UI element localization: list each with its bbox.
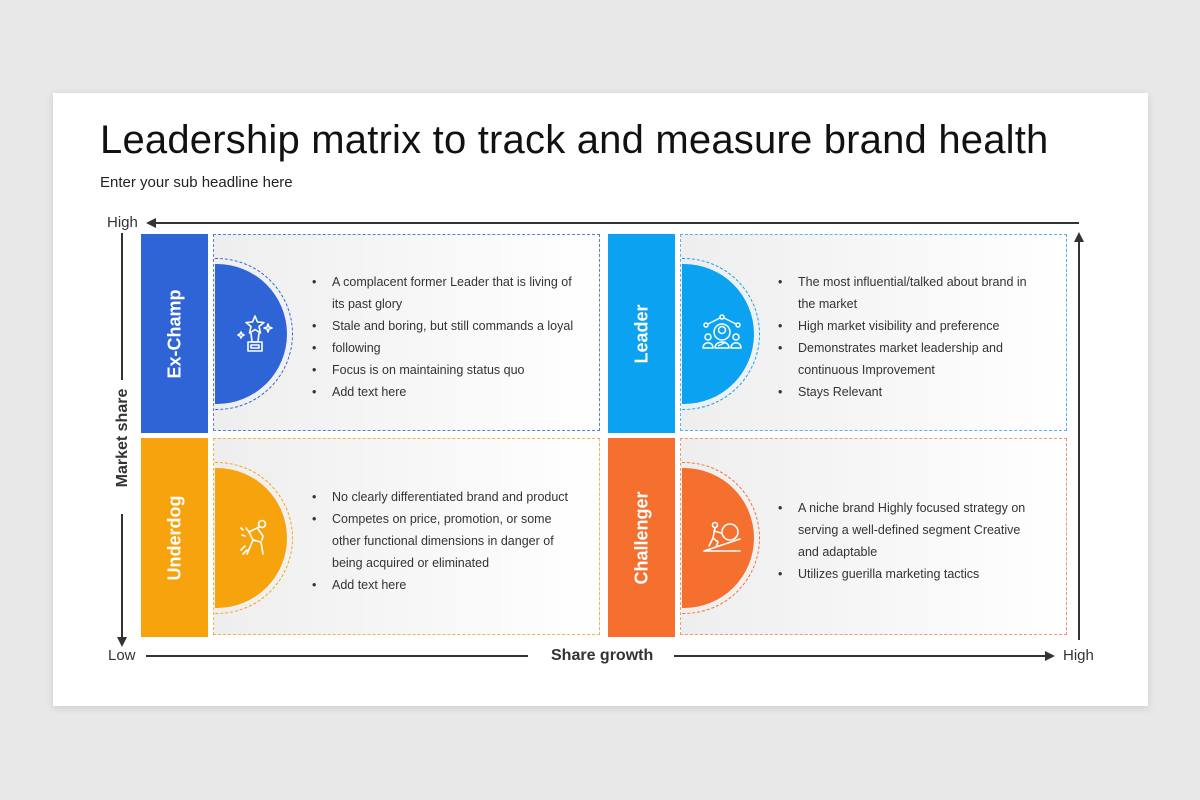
right-arrow-head (1045, 651, 1055, 661)
bullet: following (312, 337, 582, 359)
ex-champ-bullets: A complacent former Leader that is livin… (312, 271, 582, 403)
bullet: A complacent former Leader that is livin… (312, 271, 582, 315)
bullet: Competes on price, promotion, or some ot… (312, 508, 582, 574)
x-axis-low-label: Low (108, 647, 136, 664)
underdog-bullets: No clearly differentiated brand and prod… (312, 486, 582, 596)
x-axis-line-left (146, 655, 528, 657)
challenger-bar: Challenger (608, 438, 675, 637)
y-axis-line-lower (121, 514, 123, 640)
bullet: Add text here (312, 381, 582, 403)
underdog-label: Underdog (164, 495, 184, 580)
leader-label: Leader (631, 303, 651, 364)
pushing-boulder-icon (703, 521, 741, 552)
bullet: Stale and boring, but still commands a l… (312, 315, 582, 337)
bullet: Add text here (312, 574, 582, 596)
right-axis-line (1078, 242, 1080, 640)
challenger-label: Challenger (631, 490, 651, 585)
bullet: The most influential/talked about brand … (778, 271, 1038, 315)
bullet: Demonstrates market leadership and conti… (778, 337, 1038, 381)
y-axis-title: Market share (114, 388, 131, 488)
bullet: A niche brand Highly focused strategy on… (778, 497, 1038, 563)
leader-bar: Leader (608, 234, 675, 433)
bullet: Focus is on maintaining status quo (312, 359, 582, 381)
x-axis-title: Share growth (551, 647, 654, 664)
challenger-bullets: A niche brand Highly focused strategy on… (778, 497, 1038, 585)
trophy-icon (237, 315, 273, 352)
sub-headline: Enter your sub headline here (100, 174, 293, 191)
y-axis-high-label: High (107, 214, 138, 231)
top-axis-line (155, 222, 1079, 224)
top-arrow-head (146, 218, 156, 228)
x-axis-line-right (674, 655, 1046, 657)
bullet: Stays Relevant (778, 381, 1038, 403)
ex-champ-label: Ex-Champ (164, 288, 184, 379)
team-leader-icon (702, 314, 742, 349)
y-axis-line-upper (121, 233, 123, 380)
ex-champ-bar: Ex-Champ (141, 234, 208, 433)
underdog-bar: Underdog (141, 438, 208, 637)
down-arrow-head (117, 637, 127, 647)
x-axis-high-label: High (1063, 647, 1094, 664)
bullet: No clearly differentiated brand and prod… (312, 486, 582, 508)
page-title: Leadership matrix to track and measure b… (100, 118, 1049, 162)
bullet: Utilizes guerilla marketing tactics (778, 563, 1038, 585)
bullet: High market visibility and preference (778, 315, 1038, 337)
leader-bullets: The most influential/talked about brand … (778, 271, 1038, 403)
struggling-person-icon (240, 519, 267, 555)
up-arrow-head (1074, 232, 1084, 242)
